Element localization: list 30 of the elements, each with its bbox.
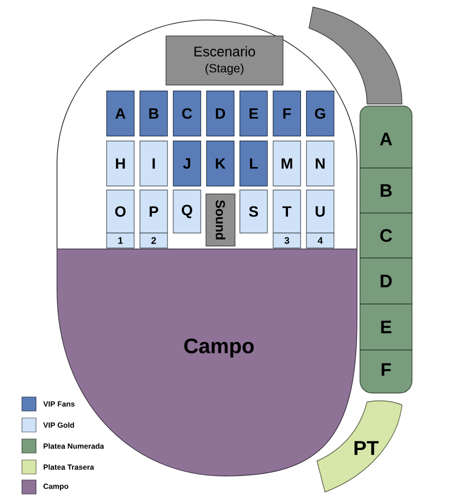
section-box: B xyxy=(360,168,412,214)
section-box: B xyxy=(140,90,168,136)
section-box: G xyxy=(306,90,334,136)
section-box: 1 xyxy=(106,232,134,248)
section-box: F xyxy=(360,350,412,394)
section-box: 4 xyxy=(306,232,334,248)
section-box: M xyxy=(272,140,301,186)
section-box: F xyxy=(272,90,301,136)
section-box: Q xyxy=(172,190,202,234)
stage-box: Escenario (Stage) xyxy=(166,36,284,86)
section-box: A xyxy=(360,106,412,168)
section-box: 2 xyxy=(140,232,168,248)
section-box: H xyxy=(106,140,134,186)
section-box: D xyxy=(360,258,412,304)
section-box: C xyxy=(172,90,202,136)
section-box: S xyxy=(240,190,268,234)
section-box: I xyxy=(140,140,168,186)
curved-section: PT xyxy=(316,400,402,492)
section-box: N xyxy=(306,140,334,186)
sound-box: Sound xyxy=(206,194,236,246)
section-box: J xyxy=(172,140,202,186)
section-box: 3 xyxy=(272,232,301,248)
section-box: C xyxy=(360,212,412,258)
section-box: E xyxy=(360,304,412,350)
section-box: A xyxy=(106,90,134,136)
section-box: E xyxy=(240,90,268,136)
section-box: L xyxy=(240,140,268,186)
section-box: K xyxy=(206,140,234,186)
section-box: D xyxy=(206,90,234,136)
curved-section xyxy=(308,6,402,104)
